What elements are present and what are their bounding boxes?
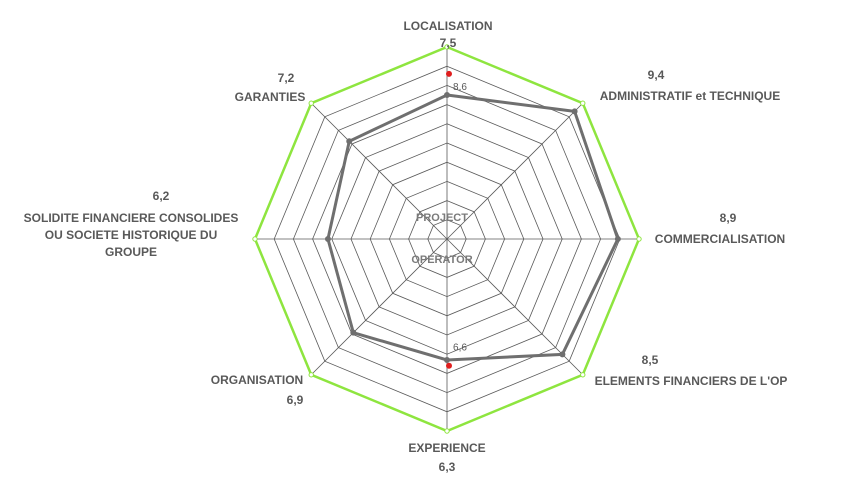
- axis-label-6-line-1: OU SOCIETE HISTORIQUE DU: [45, 228, 217, 242]
- series-0-point-3: [559, 351, 566, 358]
- series-1-point-4: [444, 428, 450, 434]
- spoke-5: [310, 238, 448, 376]
- series-1-point-6: [252, 236, 258, 242]
- series-0-point-0: [444, 92, 450, 98]
- axis-value-6: 6,2: [153, 189, 170, 203]
- axis-label-7: GARANTIES: [235, 90, 306, 104]
- axis-value-2: 8,9: [720, 211, 737, 225]
- spoke-3: [446, 238, 584, 376]
- center-label-project: PROJECT: [416, 212, 468, 224]
- axis-value-4: 6,3: [439, 460, 456, 474]
- series-0-point-4: [444, 356, 450, 363]
- spoke-1: [446, 102, 584, 240]
- highlight-points: 8,6 6,6: [446, 70, 467, 369]
- radar-series: [252, 44, 642, 434]
- axis-value-3: 8,5: [642, 353, 659, 367]
- axis-label-2: COMMERCIALISATION: [655, 232, 785, 246]
- axis-value-1: 9,4: [648, 68, 665, 82]
- axis-label-0: LOCALISATION: [403, 19, 492, 33]
- series-0-point-5: [350, 329, 357, 336]
- axis-label-4: EXPERIENCE: [408, 441, 485, 455]
- axis-value-5: 6,9: [287, 393, 304, 407]
- center-label-operator: OPERATOR: [411, 254, 472, 266]
- axis-label-7-line-0: GARANTIES: [235, 90, 306, 104]
- axis-label-6-line-0: SOLIDITE FINANCIERE CONSOLIDES: [24, 211, 239, 225]
- series-0-point-7: [346, 138, 353, 145]
- series-1-point-3: [580, 372, 586, 378]
- axis-label-5-line-0: ORGANISATION: [211, 373, 303, 387]
- axis-value-0: 7,5: [440, 36, 457, 50]
- axis-label-3-line-0: ELEMENTS FINANCIERS DE L'OP: [595, 374, 788, 388]
- series-0-point-2: [614, 236, 621, 242]
- spoke-7: [310, 102, 448, 240]
- highlight-point-label-0: 8,6: [453, 82, 467, 93]
- axis-value-7: 7,2: [278, 71, 295, 85]
- highlight-point-1: [446, 362, 452, 369]
- series-0-point-6: [324, 236, 331, 242]
- radar-spokes: [255, 47, 639, 431]
- axis-label-5: ORGANISATION: [211, 373, 303, 387]
- axis-label-1: ADMINISTRATIF et TECHNIQUE: [600, 89, 780, 103]
- axis-label-0-line-0: LOCALISATION: [403, 19, 492, 33]
- series-1-point-2: [636, 236, 642, 242]
- series-1-point-1: [580, 100, 586, 106]
- axis-label-4-line-0: EXPERIENCE: [408, 441, 485, 455]
- series-0-point-1: [571, 108, 578, 115]
- axis-label-6-line-2: GROUPE: [105, 245, 157, 259]
- series-1-point-5: [308, 372, 314, 378]
- axis-label-6: SOLIDITE FINANCIERE CONSOLIDES OU SOCIETE…: [24, 211, 239, 259]
- series-1-point-0: [444, 44, 450, 50]
- series-1-point-7: [308, 100, 314, 106]
- highlight-point-0: [446, 70, 452, 77]
- axis-label-1-line-0: ADMINISTRATIF et TECHNIQUE: [600, 89, 780, 103]
- highlight-point-label-1: 6,6: [453, 343, 467, 354]
- axis-label-3: ELEMENTS FINANCIERS DE L'OP: [595, 374, 788, 388]
- axis-label-2-line-0: COMMERCIALISATION: [655, 232, 785, 246]
